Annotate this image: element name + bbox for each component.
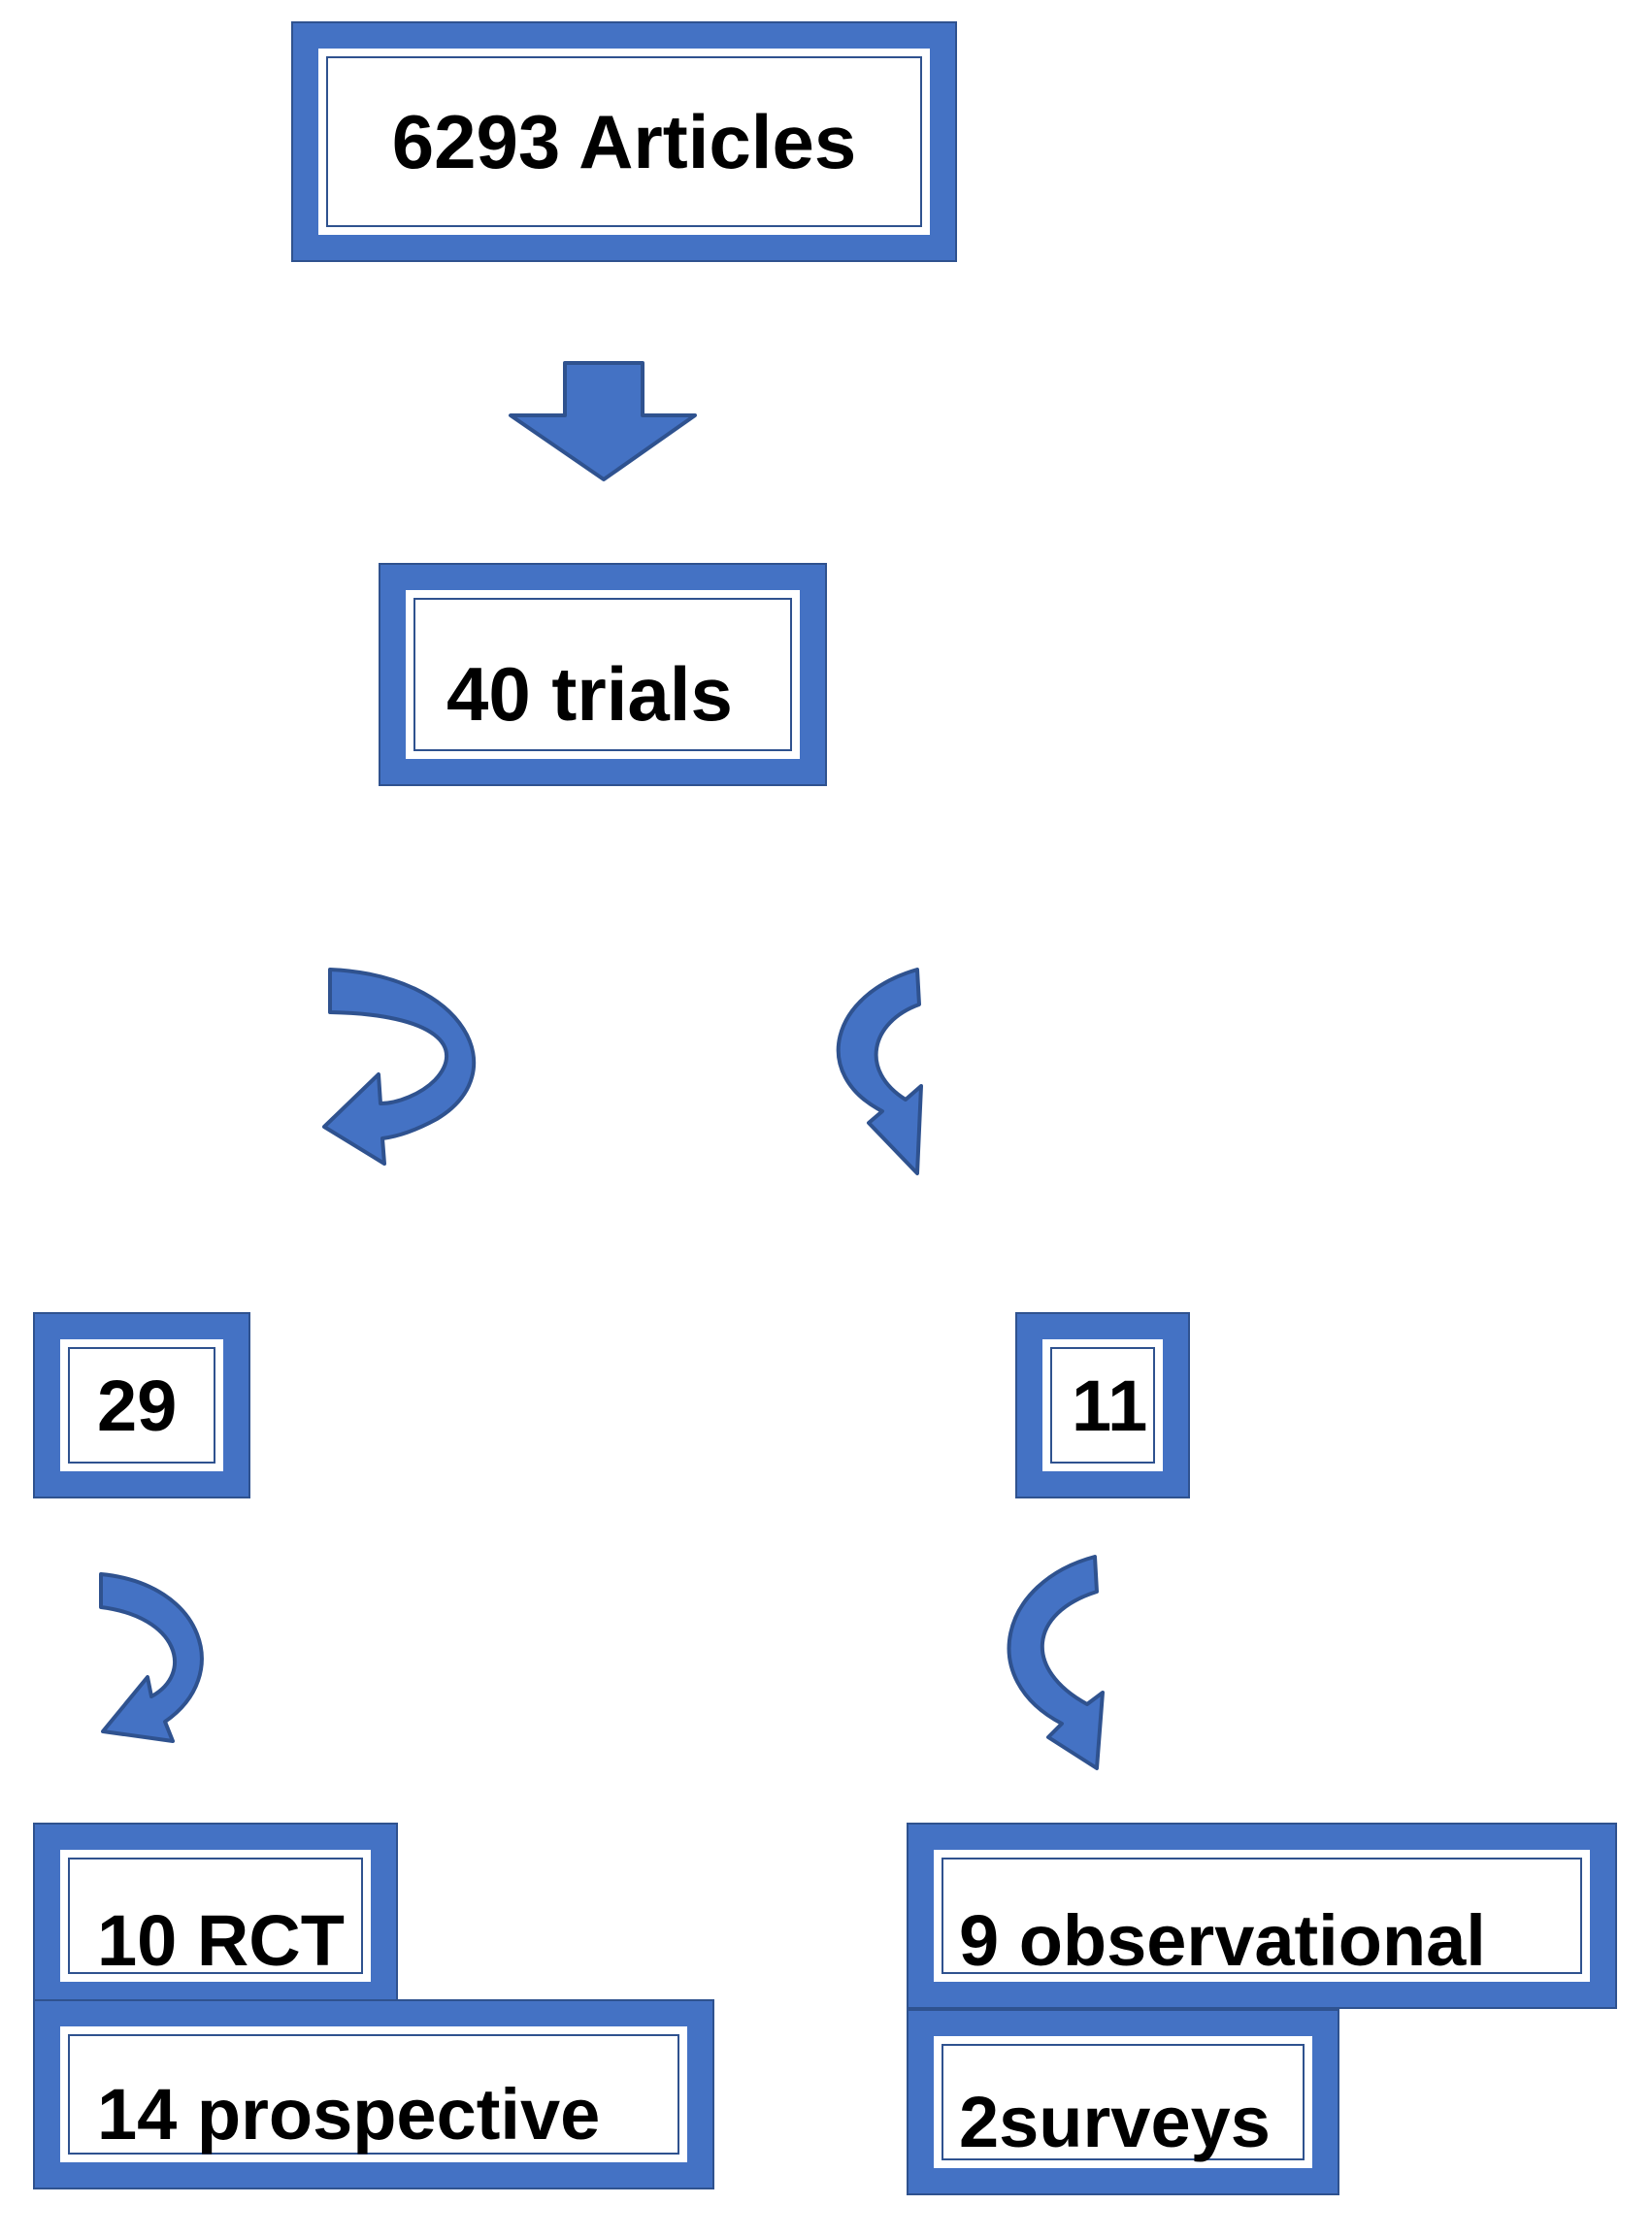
box-observational-label: 9 observational [959, 1899, 1486, 1981]
curved-arrow-left-small-icon [99, 1572, 204, 1743]
box-rct: 10 RCT [33, 1823, 398, 2009]
box-rct-label: 10 RCT [97, 1899, 345, 1981]
box-left-count: 29 [33, 1312, 250, 1498]
box-surveys-label: 2surveys [959, 2081, 1271, 2162]
box-trials: 40 trials [379, 563, 827, 786]
box-articles: 6293 Articles [291, 21, 957, 262]
curved-arrow-right-icon [836, 968, 923, 1175]
box-observational: 9 observational [907, 1823, 1617, 2009]
box-prospective: 14 prospective [33, 1999, 714, 2189]
box-right-count-label: 11 [1072, 1365, 1148, 1446]
down-arrow-icon [509, 361, 697, 481]
box-prospective-label: 14 prospective [97, 2073, 601, 2155]
box-right-count: 11 [1015, 1312, 1190, 1498]
box-left-count-label: 29 [97, 1365, 178, 1446]
box-articles-label: 6293 Articles [391, 98, 857, 184]
box-trials-label: 40 trials [446, 650, 733, 737]
curved-arrow-left-icon [322, 968, 477, 1166]
curved-arrow-right-small-icon [1007, 1555, 1105, 1770]
box-surveys: 2surveys [907, 2009, 1339, 2195]
